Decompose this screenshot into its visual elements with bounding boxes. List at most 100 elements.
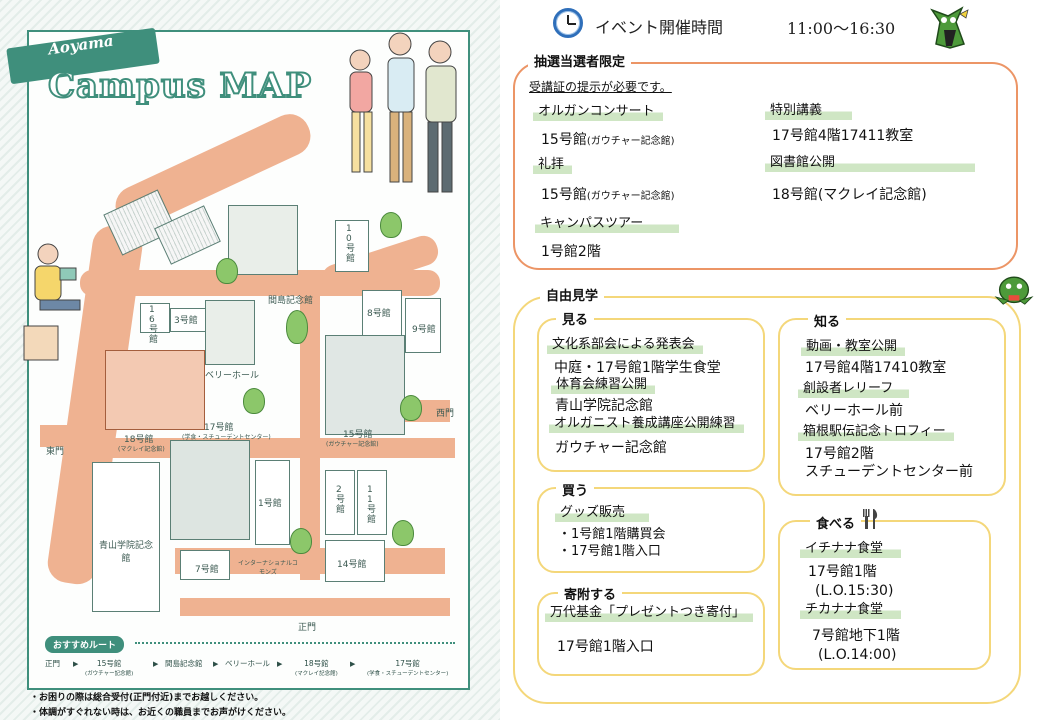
donate-title: 寄附する (558, 584, 623, 603)
label-b16: 16号館 (149, 305, 159, 345)
lottery-note: 受講証の提示が必要です。 (529, 80, 672, 94)
route-step: ベリーホール (225, 658, 270, 669)
tag-special-lecture: 特別講義 (765, 102, 853, 120)
route-step-label: 15号館 (96, 659, 122, 668)
free-visit-title: 自由見学 (540, 285, 605, 304)
label-b9: 9号館 (412, 325, 436, 335)
label-b15: 15号館 (343, 430, 373, 440)
map-road (40, 425, 105, 447)
map-building-berry (205, 300, 255, 365)
place-campus-tour: 1号館2階 (541, 244, 601, 260)
place-library: 18号館(マクレイ記念館) (772, 187, 927, 203)
route-step-sub: (マクレイ記念館) (295, 671, 338, 677)
lottery-title: 抽選当選者限定 (528, 51, 632, 70)
label-b17: 17号館 (204, 423, 234, 433)
recommended-route: おすすめルート 正門 ▶ 15号館(ガウチャー記念館) ▶ 間島記念館 ▶ ベリ… (45, 636, 455, 680)
place-goods-sale-1: ・1号館1階購買会 (558, 527, 666, 542)
map-building-3 (170, 308, 210, 332)
tag-hakone-trophy: 箱根駅伝記念トロフィー (798, 423, 954, 441)
fork-knife-icon (863, 509, 878, 529)
tree-icon (400, 395, 422, 421)
label-b1: 1号館 (258, 499, 282, 509)
label-b7: 7号館 (195, 565, 219, 575)
tag-ichinana-cafeteria: イチナナ食堂 (800, 540, 902, 558)
students-illustration (349, 32, 457, 193)
map-building-16 (140, 303, 170, 333)
place-hakone-trophy-2: スチューデントセンター前 (805, 464, 973, 480)
clock-icon (553, 8, 583, 38)
map-building-7 (180, 550, 230, 580)
tag-founder-relief: 創設者レリーフ (798, 380, 910, 398)
tag-culture-performance: 文化系部会による発表会 (547, 336, 703, 354)
tag-bandai-fund: 万代基金「プレゼントつき寄付」 (545, 604, 754, 622)
label-intl-commons: インターナショナルコモンズ (238, 560, 298, 576)
map-building-17 (170, 440, 250, 540)
mascot-icon (994, 276, 1034, 305)
map-building-majima (228, 205, 298, 275)
map-building-1 (255, 460, 290, 545)
route-step-label: ベリーホール (225, 659, 270, 668)
triangle-right-icon: ▶ (350, 660, 356, 668)
map-building-10 (335, 220, 369, 272)
tree-icon (243, 388, 265, 414)
eat-title: 食べる (810, 513, 862, 532)
place-special-lecture: 17号館4階17411教室 (772, 128, 914, 144)
label-majima: 間島記念館 (268, 296, 314, 306)
route-step-sub: (ガウチャー記念館) (85, 671, 134, 677)
place-bandai-fund: 17号館1階入口 (557, 639, 654, 655)
tree-icon (380, 212, 402, 238)
label-b11: 11号館 (367, 485, 377, 525)
tree-icon (216, 258, 238, 284)
help-note: ・お困りの際は総合受付(正門付近)までお越しください。 (30, 693, 264, 703)
place-main: 15号館 (541, 187, 587, 203)
route-step-label: 18号館 (304, 659, 329, 668)
place-main: 15号館 (541, 132, 587, 148)
place-sub: (ガウチャー記念館) (586, 191, 675, 202)
route-step-label: 17号館 (395, 659, 420, 668)
label-b2: 2号館 (336, 485, 346, 515)
place-video-classroom: 17号館4階17410教室 (805, 360, 947, 376)
place-worship: 15号館(ガウチャー記念館) (541, 186, 675, 206)
health-note: ・体調がすぐれない時は、お近くの職員までお声がけください。 (30, 708, 292, 718)
label-b10: 10号館 (346, 224, 356, 264)
tag-goods-sale: グッズ販売 (555, 504, 650, 522)
map-road (180, 598, 450, 616)
place-culture-performance: 中庭・17号館1階学生食堂 (554, 360, 721, 376)
place-ichinana-2: (L.O.15:30) (815, 583, 894, 599)
event-hours-label: イベント開催時間 (595, 18, 724, 37)
campus-map-panel: Aoyama Campus MAP 10号館 16号館 3号館 間島記念館 8号… (0, 0, 500, 720)
tree-icon (392, 520, 414, 546)
route-divider (135, 642, 455, 646)
tag-organ-concert: オルガンコンサート (533, 103, 663, 121)
route-step: 17号館 (学食・スチューデントセンター) (367, 658, 448, 677)
label-aogaku: 青山学院記念館 (98, 541, 153, 564)
map-building-11 (357, 470, 387, 535)
route-step: 15号館 (ガウチャー記念館) (85, 658, 133, 677)
event-hours-time: 11:00〜16:30 (787, 19, 896, 38)
route-badge: おすすめルート (45, 636, 125, 653)
route-step-sub: (学食・スチューデントセンター) (367, 671, 449, 677)
place-organist-practice: ガウチャー記念館 (555, 440, 667, 456)
tag-library: 図書館公開 (765, 154, 976, 172)
map-building-9 (405, 298, 441, 353)
place-chikanana-2: (L.O.14:00) (818, 647, 897, 663)
label-b3: 3号館 (174, 316, 198, 326)
map-building-2 (325, 470, 355, 535)
route-step: 正門 (45, 658, 60, 669)
tag-chikanana-cafeteria: チカナナ食堂 (800, 601, 902, 619)
know-title: 知る (808, 311, 847, 330)
label-berry: ベリーホール (205, 371, 260, 381)
route-step-label: 正門 (45, 659, 60, 668)
tree-icon (286, 310, 308, 344)
map-building-15 (325, 335, 405, 435)
tag-campus-tour: キャンパスツアー (535, 215, 680, 233)
label-west-gate: 西門 (436, 409, 455, 419)
label-b14: 14号館 (337, 560, 367, 570)
route-step-label: 間島記念館 (165, 659, 203, 668)
map-building-18 (105, 350, 205, 430)
tag-video-classroom: 動画・教室公開 (801, 338, 906, 356)
tag-organist-practice: オルガニスト養成講座公開練習 (549, 415, 744, 433)
label-main-gate: 正門 (298, 623, 317, 633)
place-goods-sale-2: ・17号館1階入口 (558, 544, 661, 559)
triangle-right-icon: ▶ (213, 660, 219, 668)
